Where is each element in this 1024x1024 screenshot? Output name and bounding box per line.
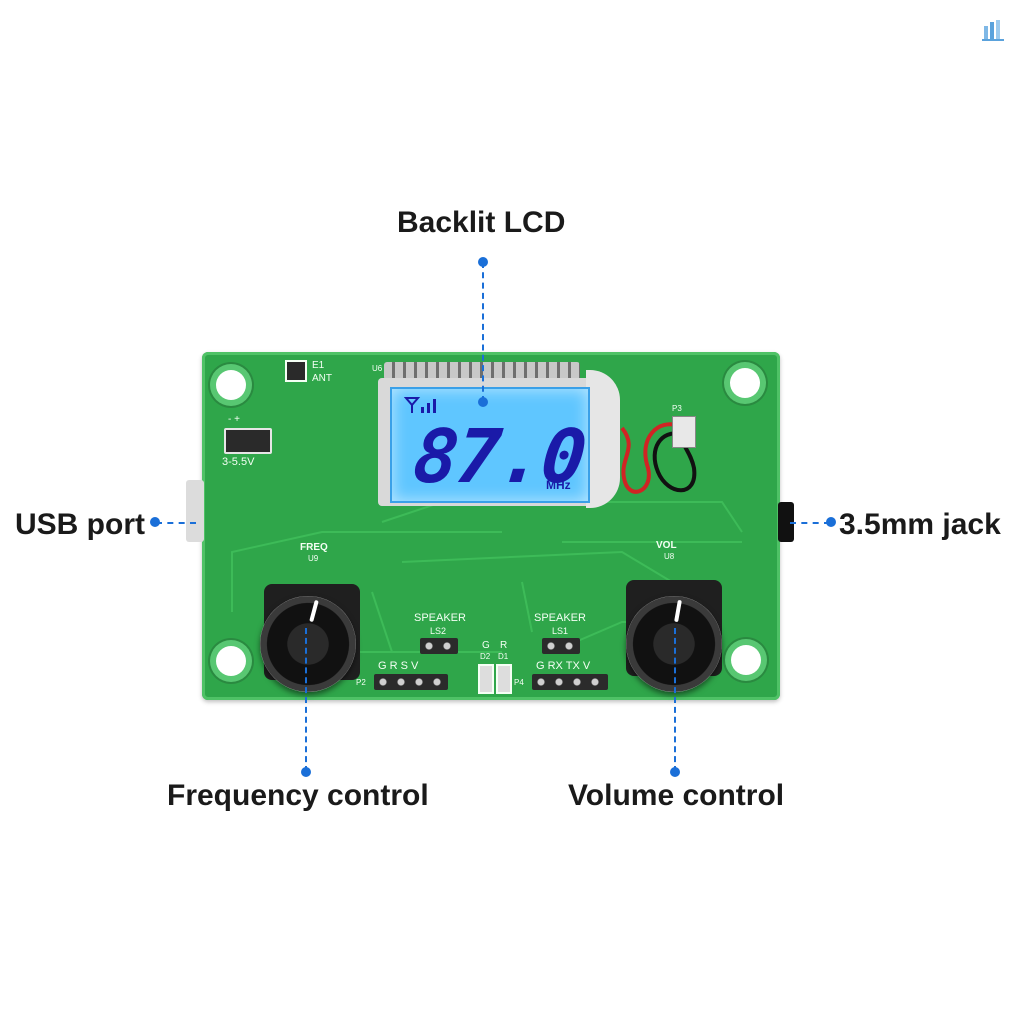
lcd-frequency-unit: MHz [546,478,571,492]
lcd-backlight-housing [586,370,620,508]
silk-d2: D2 [480,652,491,661]
freq-callout-line [305,628,307,772]
silk-u8: U8 [664,552,675,561]
silk-u9: U9 [308,554,319,563]
silk-d1: D1 [498,652,509,661]
vol-callout-line [674,628,676,772]
p2-header [374,674,448,690]
silk-freq: FREQ [300,542,328,553]
freq-callout-dot [301,767,311,777]
silk-speaker-right: SPEAKER [534,612,586,624]
silk-ls2: LS2 [430,626,447,636]
corner-logo-icon [982,20,1004,41]
lcd-callout-dot-bottom [478,397,488,407]
audio-jack-3-5mm[interactable] [778,502,794,542]
led-d1 [496,664,512,694]
jack-callout-dot [826,517,836,527]
mount-hole-bottom-right [731,645,761,675]
jack-callout-line [790,522,830,524]
silk-p2-pins: G R S V [378,660,419,672]
callout-3-5mm-jack: 3.5mm jack [839,508,1001,541]
silk-power-pins: - + [228,414,240,425]
mount-hole-top-right [730,368,760,398]
speaker-header-ls1 [542,638,580,654]
frequency-control-knob[interactable] [260,596,356,692]
silk-speaker-left: SPEAKER [414,612,466,624]
lcd-callout-dot-top [478,257,488,267]
usb-callout-dot [150,517,160,527]
callout-frequency-control: Frequency control [167,779,429,812]
lcd-callout-line [482,262,484,402]
silk-p4-pins: G RX TX V [536,660,591,672]
antenna-pad [285,360,307,382]
silk-voltage: 3-5.5V [222,456,255,468]
silk-led-g: G [482,640,490,651]
p4-header [532,674,608,690]
backlit-lcd-screen [390,387,590,503]
usb-callout-line [156,522,196,524]
silk-p3: P3 [672,404,682,413]
callout-volume-control: Volume control [568,779,785,812]
mount-hole-top-left [216,370,246,400]
usb-port[interactable] [186,480,204,542]
led-d2 [478,664,494,694]
callout-backlit-lcd: Backlit LCD [397,206,566,239]
mount-hole-bottom-left [216,646,246,676]
silk-ls1: LS1 [552,626,569,636]
silk-led-r: R [500,640,508,651]
silk-p2: P2 [356,678,366,687]
silk-vol: VOL [656,540,677,551]
silk-e1: E1 [312,360,325,371]
speaker-header-ls2 [420,638,458,654]
p3-connector [672,416,696,448]
silk-ant: ANT [312,373,332,384]
power-terminal [224,428,272,454]
signal-strength-icon [404,397,436,413]
silk-p4: P4 [514,678,524,687]
silk-u6: U6 [372,364,383,373]
callout-usb-port: USB port [15,508,145,541]
vol-callout-dot [670,767,680,777]
